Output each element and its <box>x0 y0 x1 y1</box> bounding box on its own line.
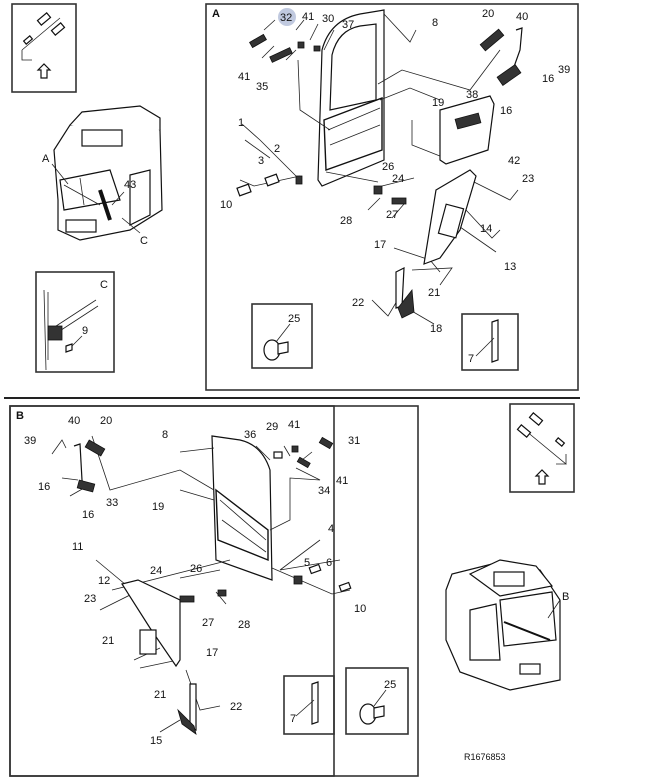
callout-22: 22 <box>352 297 364 309</box>
callout-10: 10 <box>354 603 366 615</box>
callout-21: 21 <box>102 635 114 647</box>
view-label-A: A <box>212 8 220 20</box>
callout-24: 24 <box>150 565 162 577</box>
callout-21: 21 <box>428 287 440 299</box>
callout-34: 34 <box>318 485 330 497</box>
callout-9: 9 <box>82 325 88 337</box>
callout-16: 16 <box>542 73 554 85</box>
callout-20: 20 <box>482 8 494 20</box>
callout-31: 31 <box>348 435 360 447</box>
reference-code: R1676853 <box>464 752 506 762</box>
callout-16: 16 <box>82 509 94 521</box>
callout-26: 26 <box>190 563 202 575</box>
callout-17: 17 <box>374 239 386 251</box>
detail-view-C: C 9 <box>35 271 115 373</box>
view-label-B: B <box>16 410 24 422</box>
callout-27: 27 <box>386 209 398 221</box>
callout-17: 17 <box>206 647 218 659</box>
callout-41: 41 <box>238 71 250 83</box>
orientation-icon-bottom <box>509 403 575 493</box>
orientation-icon-top <box>11 3 77 93</box>
callout-14: 14 <box>480 223 492 235</box>
callout-26: 26 <box>382 161 394 173</box>
callout-22: 22 <box>230 701 242 713</box>
detail-view-B: B <box>9 405 419 777</box>
callout-27: 27 <box>202 617 214 629</box>
callout-25: 25 <box>384 679 396 691</box>
callout-23: 23 <box>522 173 534 185</box>
callout-19: 19 <box>432 97 444 109</box>
inset-clip-B <box>345 667 409 735</box>
callout-7: 7 <box>290 713 296 725</box>
callout-12: 12 <box>98 575 110 587</box>
callout-3: 3 <box>258 155 264 167</box>
callout-20: 20 <box>100 415 112 427</box>
cab-overview-bottom: B <box>445 559 569 691</box>
callout-18: 18 <box>430 323 442 335</box>
callout-1: 1 <box>238 117 244 129</box>
callout-7: 7 <box>468 353 474 365</box>
callout-30: 30 <box>322 13 334 25</box>
callout-8: 8 <box>432 17 438 29</box>
callout-28: 28 <box>238 619 250 631</box>
callout-33: 33 <box>106 497 118 509</box>
view-pointer-C: C <box>140 235 148 247</box>
callout-40: 40 <box>516 11 528 23</box>
callout-38: 38 <box>466 89 478 101</box>
callout-40: 40 <box>68 415 80 427</box>
callout-43: 43 <box>124 179 136 191</box>
view-pointer-A: A <box>42 153 50 165</box>
callout-39: 39 <box>558 64 570 76</box>
up-arrow-icon <box>534 469 550 485</box>
view-label-C: C <box>100 279 108 291</box>
callout-25: 25 <box>288 313 300 325</box>
callout-6: 6 <box>326 557 332 569</box>
callout-5: 5 <box>304 557 310 569</box>
callout-15: 15 <box>150 735 162 747</box>
up-arrow-icon <box>36 63 52 79</box>
callout-13: 13 <box>504 261 516 273</box>
callout-32: 32 <box>280 12 292 24</box>
callout-16: 16 <box>500 105 512 117</box>
door-trim-panel-A <box>439 95 495 165</box>
callout-41: 41 <box>288 419 300 431</box>
highlight-callout-32 <box>278 8 296 26</box>
cab-overview-top: A 43 C <box>42 105 163 247</box>
callout-39: 39 <box>24 435 36 447</box>
callout-24: 24 <box>392 173 404 185</box>
callout-16: 16 <box>38 481 50 493</box>
callout-8: 8 <box>162 429 168 441</box>
callout-41: 41 <box>336 475 348 487</box>
callout-19: 19 <box>152 501 164 513</box>
callout-36: 36 <box>244 429 256 441</box>
detail-view-A: A <box>205 3 579 391</box>
callout-10: 10 <box>220 199 232 211</box>
callout-41: 41 <box>302 11 314 23</box>
callout-4: 4 <box>328 523 334 535</box>
callout-2: 2 <box>274 143 280 155</box>
lower-panel-B <box>121 579 181 668</box>
callout-23: 23 <box>84 593 96 605</box>
inset-strip-A <box>461 313 519 371</box>
callout-42: 42 <box>508 155 520 167</box>
view-pointer-B: B <box>562 591 569 603</box>
callout-11: 11 <box>72 541 83 553</box>
callout-29: 29 <box>266 421 278 433</box>
inset-strip-B <box>283 675 335 735</box>
callout-21: 21 <box>154 689 166 701</box>
callout-37: 37 <box>342 19 354 31</box>
callout-35: 35 <box>256 81 268 93</box>
callout-28: 28 <box>340 215 352 227</box>
inset-clip-A <box>251 303 313 369</box>
